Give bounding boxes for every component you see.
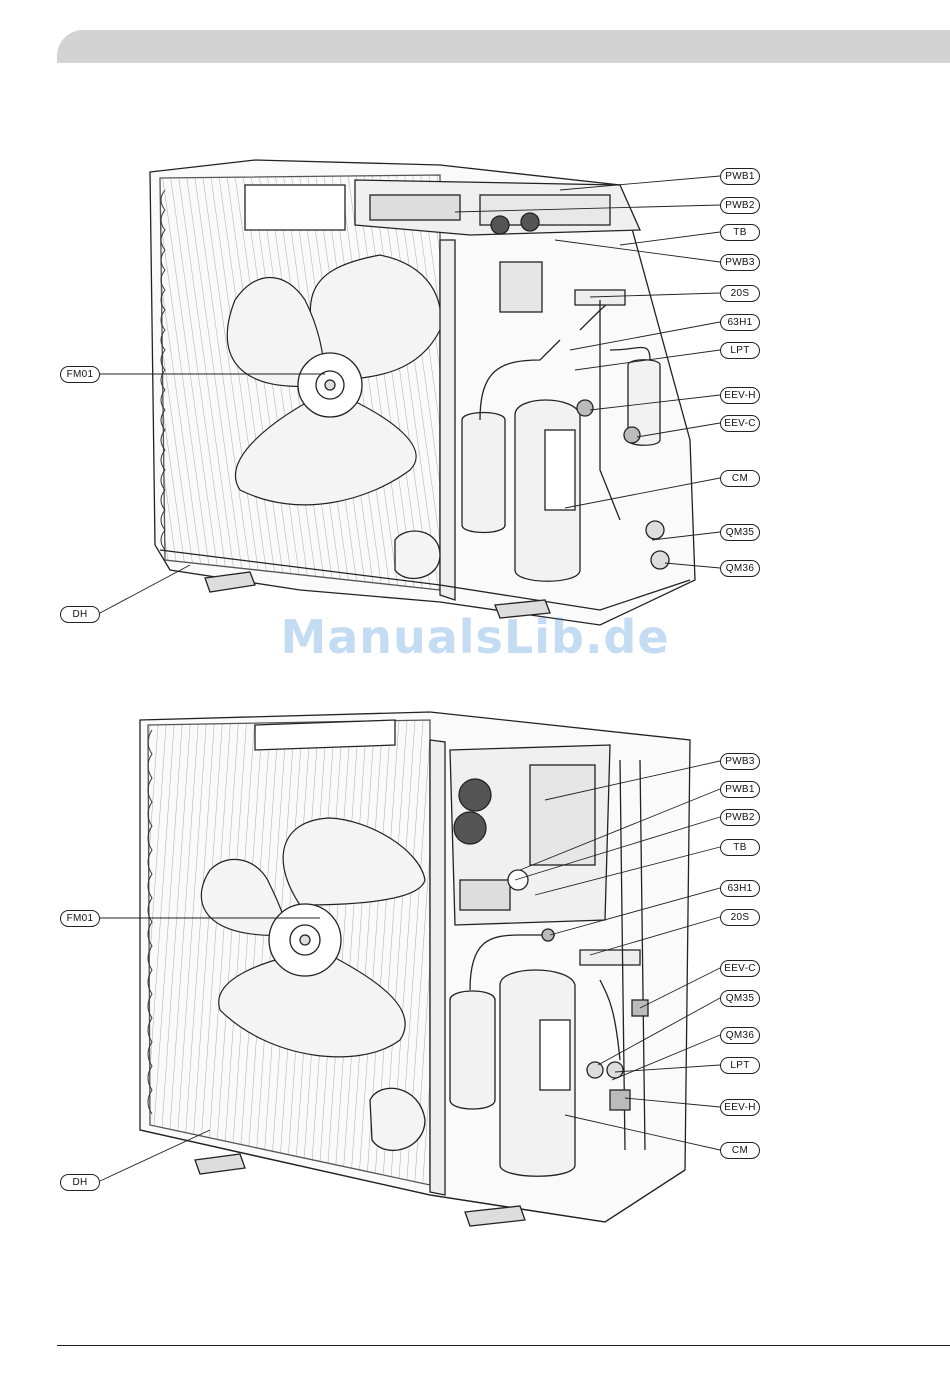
footer-rule — [57, 1345, 950, 1346]
label-eevh-top: EEV-H — [720, 387, 760, 404]
label-20s-bottom: 20S — [720, 909, 760, 926]
label-qm35-bottom: QM35 — [720, 990, 760, 1007]
label-eevc-top: EEV-C — [720, 415, 760, 432]
label-pwb2-bottom: PWB2 — [720, 809, 760, 826]
label-tb-bottom: TB — [720, 839, 760, 856]
label-63h1-bottom: 63H1 — [720, 880, 760, 897]
label-cm-top: CM — [720, 470, 760, 487]
label-cm-bottom: CM — [720, 1142, 760, 1159]
label-qm36-bottom: QM36 — [720, 1027, 760, 1044]
bottom-unit — [140, 712, 690, 1226]
label-eevc-bottom: EEV-C — [720, 960, 760, 977]
label-dh-bottom: DH — [60, 1174, 100, 1191]
label-pwb1-bottom: PWB1 — [720, 781, 760, 798]
label-fm01-bottom: FM01 — [60, 910, 100, 927]
label-fm01-top: FM01 — [60, 366, 100, 383]
label-qm36-top: QM36 — [720, 560, 760, 577]
label-eevh-bottom: EEV-H — [720, 1099, 760, 1116]
label-lpt-bottom: LPT — [720, 1057, 760, 1074]
top-unit — [150, 160, 695, 625]
label-lpt-top: LPT — [720, 342, 760, 359]
label-qm35-top: QM35 — [720, 524, 760, 541]
label-pwb2-top: PWB2 — [720, 197, 760, 214]
label-20s-top: 20S — [720, 285, 760, 302]
label-tb-top: TB — [720, 224, 760, 241]
label-pwb3-bottom: PWB3 — [720, 753, 760, 770]
label-pwb3-top: PWB3 — [720, 254, 760, 271]
label-63h1-top: 63H1 — [720, 314, 760, 331]
label-pwb1-top: PWB1 — [720, 168, 760, 185]
label-dh-top: DH — [60, 606, 100, 623]
